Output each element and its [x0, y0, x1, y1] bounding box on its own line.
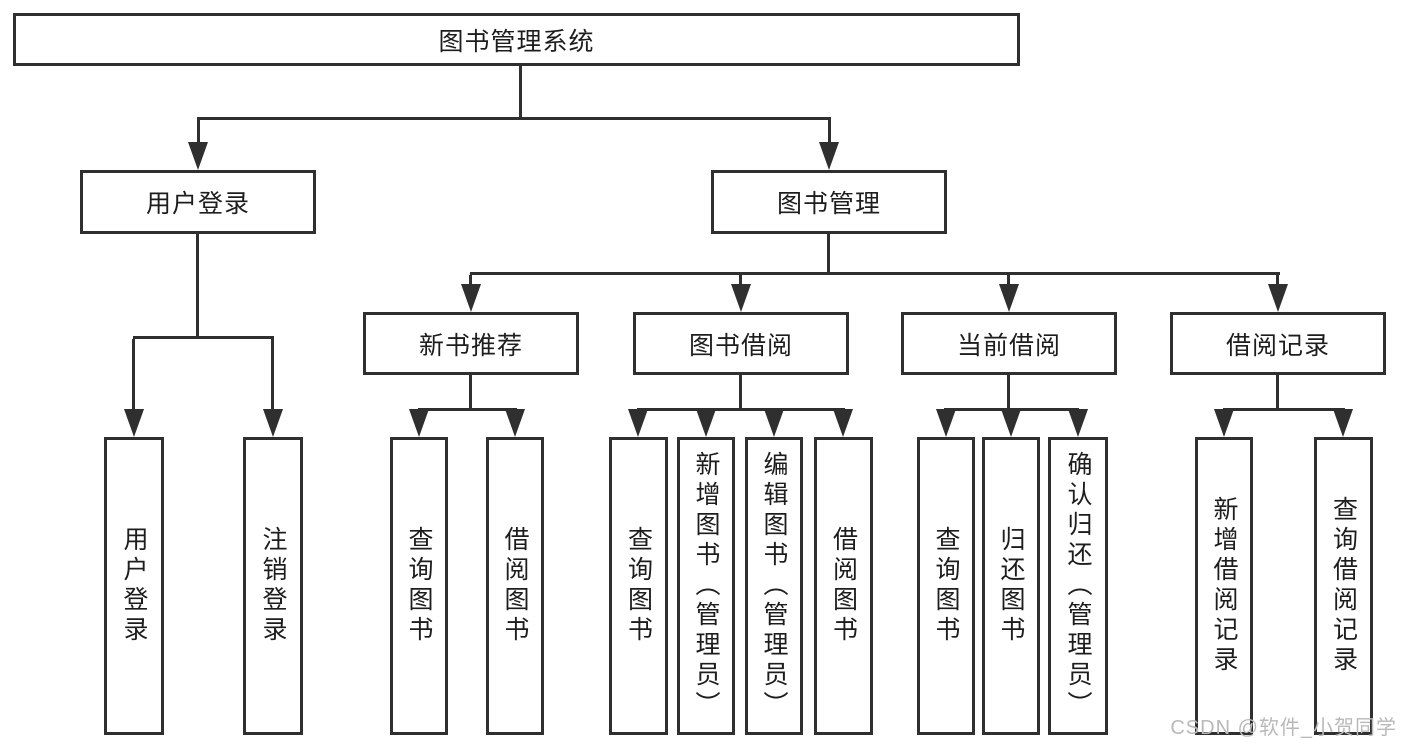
node-label: 新增借阅记录: [1210, 496, 1238, 676]
arrow-down-icon: [819, 142, 839, 170]
node-label: 编辑图书（管理员）: [760, 451, 788, 721]
connector-line: [418, 408, 517, 411]
arrow-down-icon: [409, 409, 429, 437]
node-label: 新书推荐: [418, 331, 523, 360]
node-label: 新增图书（管理员）: [692, 451, 720, 721]
arrow-down-icon: [1214, 409, 1234, 437]
arrow-down-icon: [936, 409, 956, 437]
connector-line: [1276, 375, 1279, 411]
leaf-logout: 注销登录: [243, 437, 303, 735]
arrow-down-icon: [124, 409, 144, 437]
node-label: 借阅图书: [501, 526, 529, 646]
leaf-query-borrow-record: 查询借阅记录: [1314, 437, 1373, 735]
connector-line: [196, 234, 199, 339]
connector-line: [1007, 275, 1010, 287]
leaf-query-books-newbook: 查询图书: [390, 437, 448, 735]
node-book-borrowing: 图书借阅: [633, 312, 849, 375]
leaf-borrow-books-newbook: 借阅图书: [486, 437, 544, 735]
arrow-down-icon: [188, 142, 208, 170]
node-label: 借阅图书: [829, 526, 858, 646]
node-borrowing-records: 借阅记录: [1170, 312, 1386, 375]
node-label: 图书借阅: [688, 331, 793, 360]
connector-line: [197, 117, 831, 120]
leaf-user-login: 用户登录: [104, 437, 164, 735]
arrow-down-icon: [1268, 284, 1288, 312]
node-label: 用户登录: [120, 526, 148, 646]
node-label: 查询借阅记录: [1329, 496, 1358, 676]
node-label: 查询图书: [624, 526, 653, 646]
connector-line: [519, 66, 522, 120]
node-label: 图书管理: [776, 190, 881, 218]
connector-line: [197, 120, 200, 146]
connector-line: [739, 375, 742, 411]
connector-line: [271, 339, 274, 409]
leaf-edit-books-admin: 编辑图书（管理员）: [745, 437, 803, 735]
arrow-down-icon: [1001, 409, 1021, 437]
leaf-add-borrow-record: 新增借阅记录: [1195, 437, 1253, 735]
connector-line: [637, 408, 845, 411]
arrow-down-icon: [505, 409, 525, 437]
arrow-down-icon: [628, 409, 648, 437]
node-label: 当前借阅: [956, 331, 1061, 360]
node-label: 归还图书: [997, 526, 1025, 646]
connector-line: [1223, 408, 1345, 411]
connector-line: [132, 339, 135, 409]
leaf-query-books-borrow: 查询图书: [609, 437, 668, 735]
connector-line: [469, 375, 472, 411]
arrow-down-icon: [263, 409, 283, 437]
node-label: 查询图书: [405, 526, 433, 646]
node-label: 查询图书: [932, 526, 960, 646]
arrow-down-icon: [1068, 409, 1088, 437]
csdn-watermark: CSDN @软件_小贺同学: [1170, 717, 1397, 739]
node-label: 用户登录: [145, 190, 250, 218]
node-label: 确认归还（管理员）: [1064, 451, 1092, 721]
node-library-system: 图书管理系统: [13, 13, 1020, 66]
leaf-return-books: 归还图书: [982, 437, 1040, 735]
node-current-borrowing: 当前借阅: [901, 312, 1117, 375]
connector-line: [827, 234, 830, 275]
arrow-down-icon: [999, 284, 1019, 312]
node-user-login: 用户登录: [80, 170, 316, 234]
node-label: 注销登录: [259, 526, 287, 646]
connector-line: [470, 272, 1280, 275]
connector-line: [469, 275, 472, 287]
connector-line: [133, 336, 274, 339]
leaf-borrow-books: 借阅图书: [814, 437, 873, 735]
arrow-down-icon: [696, 409, 716, 437]
leaf-confirm-return-admin: 确认归还（管理员）: [1048, 437, 1108, 735]
connector-line: [1276, 275, 1279, 287]
node-book-management: 图书管理: [711, 170, 947, 234]
node-new-book-recommend: 新书推荐: [363, 312, 579, 375]
arrow-down-icon: [461, 284, 481, 312]
arrow-down-icon: [764, 409, 784, 437]
arrow-down-icon: [1333, 409, 1353, 437]
connector-line: [828, 120, 831, 146]
node-label: 借阅记录: [1225, 331, 1330, 360]
leaf-query-books-current: 查询图书: [917, 437, 975, 735]
arrow-down-icon: [833, 409, 853, 437]
connector-line: [739, 275, 742, 287]
node-label: 图书管理系统: [438, 27, 595, 56]
connector-line: [1007, 375, 1010, 411]
arrow-down-icon: [731, 284, 751, 312]
leaf-add-books-admin: 新增图书（管理员）: [677, 437, 735, 735]
